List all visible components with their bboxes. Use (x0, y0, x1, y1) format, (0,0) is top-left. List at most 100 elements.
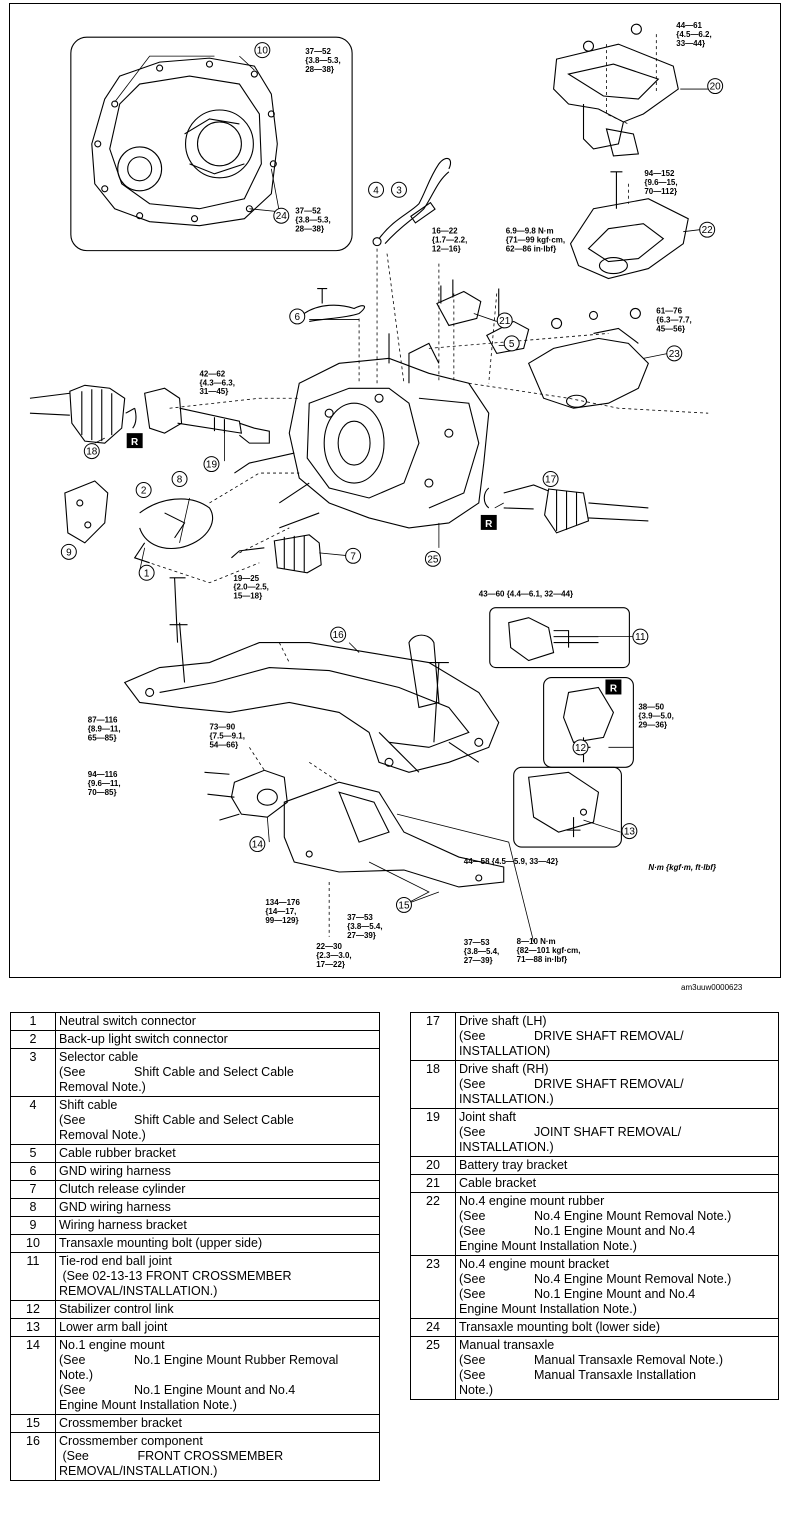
legend-line: (See 02-13-13 FRONT CROSSMEMBER (59, 1269, 292, 1283)
callout-circle (496, 312, 513, 329)
torque-line: 28—38} (305, 65, 334, 74)
legend-number: 4 (10, 1096, 56, 1145)
callout-circle (391, 181, 407, 198)
legend-line: (See JOINT SHAFT REMOVAL/ (459, 1125, 682, 1139)
legend-number: 21 (410, 1174, 456, 1193)
legend-line: REMOVAL/INSTALLATION.) (59, 1284, 218, 1298)
legend-description: Transaxle mounting bolt (upper side) (55, 1234, 380, 1253)
legend-line: (See Manual Transaxle Removal Note.) (459, 1353, 723, 1367)
legend-line: GND wiring harness (59, 1200, 171, 1214)
callout-4: 4 (368, 181, 385, 198)
torque-line: 37—53 (347, 913, 373, 922)
torque-line: {3.8—5.3, (305, 56, 340, 65)
callout-circle (707, 78, 724, 95)
legend-description: Lower arm ball joint (55, 1318, 380, 1337)
torque-spec-t37a: 37—53{3.8—5.4,27—39} (347, 913, 382, 940)
legend-description: Transaxle mounting bolt (lower side) (455, 1318, 779, 1337)
legend-line: INSTALLATION) (459, 1044, 551, 1058)
engine-mount-rubber-drawing (569, 171, 689, 280)
callout-number: 16 (333, 630, 345, 641)
callout-circle (330, 626, 347, 643)
callout-19: 19 (203, 456, 220, 473)
legend-line: Shift cable (59, 1098, 118, 1112)
torque-line: 44—58 {4.5—5.9, 33—42} (464, 857, 558, 866)
drive-shaft-lh-drawing (483, 484, 649, 534)
legend-line: (See No.4 Engine Mount Removal Note.) (459, 1209, 732, 1223)
callout-number: 23 (669, 349, 681, 360)
torque-line: {14—17, (265, 907, 296, 916)
callout-number: 24 (276, 211, 288, 222)
callout-13: 13 (621, 823, 638, 840)
legend-line: Transaxle mounting bolt (upper side) (59, 1236, 263, 1250)
legend-number: 23 (410, 1255, 456, 1319)
legend-number: 13 (10, 1318, 56, 1337)
legend-line: Engine Mount Installation Note.) (459, 1239, 637, 1253)
legend-number: 10 (10, 1234, 56, 1253)
torque-line: {9.6—11, (88, 779, 121, 788)
torque-line: 37—52 (305, 47, 331, 56)
torque-line: {4.3—6.3, (200, 378, 235, 387)
legend-line: Engine Mount Installation Note.) (459, 1302, 637, 1316)
legend-line: (See No.1 Engine Mount and No.4 (459, 1287, 696, 1301)
legend-number: 17 (410, 1012, 456, 1061)
torque-line: 15—18} (233, 592, 262, 601)
legend-line: Note.) (459, 1383, 494, 1397)
legend-description: Drive shaft (RH)(See DRIVE SHAFT REMOVAL… (455, 1060, 779, 1109)
legend-line: Selector cable (59, 1050, 139, 1064)
torque-line: {4.5—6.2, (676, 30, 711, 39)
torque-line: 42—62 (200, 369, 226, 378)
callout-circle (83, 443, 100, 460)
callout-number: 19 (206, 460, 218, 471)
torque-line: {8.9—11, (88, 724, 121, 733)
engine-mount-bracket-drawing (527, 307, 649, 409)
legend-line: No.4 engine mount bracket (459, 1257, 610, 1271)
torque-line: 28—38} (295, 225, 324, 234)
legend-line: (See No.1 Engine Mount and No.4 (459, 1224, 696, 1238)
r-mark: R (480, 514, 497, 530)
torque-line: {3.8—5.4, (464, 947, 499, 956)
legend-line: Back-up light switch connector (59, 1032, 228, 1046)
callout-circle (203, 456, 220, 473)
torque-line: 16—22 (432, 227, 458, 236)
legend-line: (See Shift Cable and Select Cable (59, 1113, 294, 1127)
torque-spec-t7: 19—25{2.0—2.5,15—18} (233, 574, 268, 601)
torque-spec-t5: 6.9—9.8 N·m{71—99 kgf·cm,62—86 in·lbf} (506, 227, 565, 254)
legend-description: Back-up light switch connector (55, 1030, 380, 1049)
torque-spec-t87: 87—116{8.9—11,65—85} (88, 715, 121, 742)
legend-number: 12 (10, 1300, 56, 1319)
callout-22: 22 (699, 221, 716, 238)
torque-line: 45—56} (656, 324, 685, 333)
torque-line: {2.3—3.0, (316, 951, 351, 960)
legend-description: Wiring harness bracket (55, 1216, 380, 1235)
torque-line: 70—112} (644, 187, 677, 196)
legend-number: 9 (10, 1216, 56, 1235)
legend-line: Cable bracket (459, 1176, 537, 1190)
torque-line: {71—99 kgf·cm, (506, 236, 565, 245)
legend-number: 1 (10, 1012, 56, 1031)
legend-description: GND wiring harness (55, 1162, 380, 1181)
callout-3: 3 (391, 181, 407, 198)
legend-line: Battery tray bracket (459, 1158, 568, 1172)
callout-5: 5 (503, 335, 520, 352)
legend-number: 15 (10, 1414, 56, 1433)
torque-line: {2.0—2.5, (233, 583, 268, 592)
legend-line: (See Manual Transaxle Installation (459, 1368, 696, 1382)
legend-number: 24 (410, 1318, 456, 1337)
torque-line: 37—52 (295, 207, 321, 216)
legend-line: Cable rubber bracket (59, 1146, 176, 1160)
callout-number: 17 (545, 475, 557, 486)
legend-number: 5 (10, 1144, 56, 1163)
callout-circle (289, 308, 306, 325)
callout-9: 9 (60, 543, 77, 560)
callout-number: 8 (177, 475, 183, 486)
callout-number: 12 (575, 743, 587, 754)
legend-line: REMOVAL/INSTALLATION.) (59, 1464, 218, 1478)
